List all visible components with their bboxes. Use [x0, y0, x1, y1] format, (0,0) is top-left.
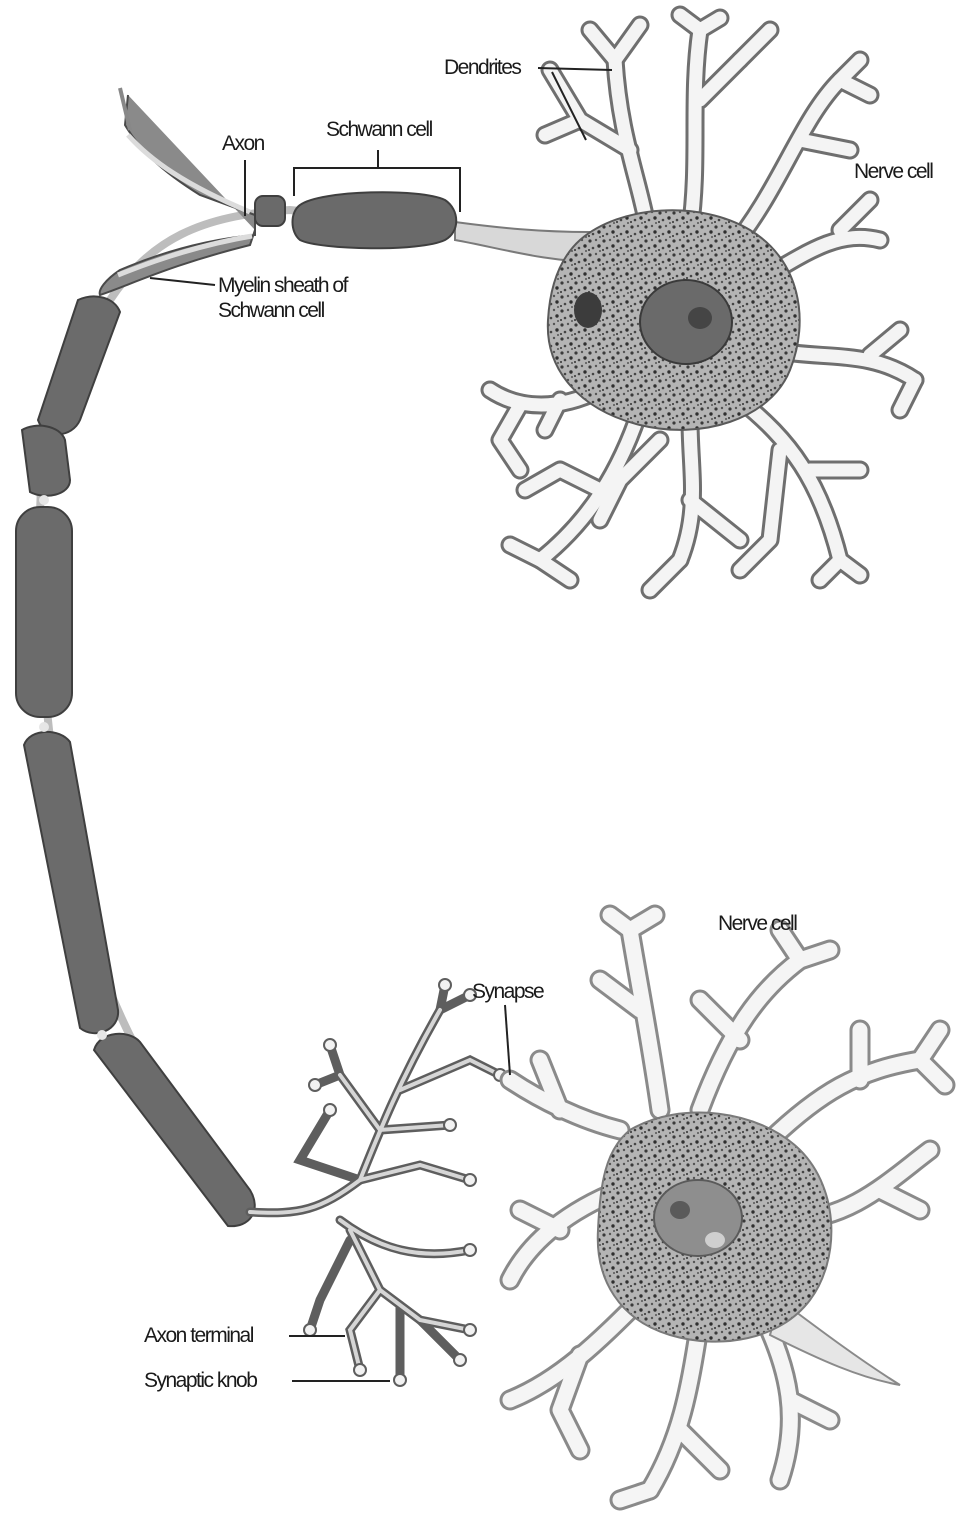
label-nerve-cell-top: Nerve cell [854, 160, 934, 183]
top-nerve-cell [454, 5, 925, 600]
label-myelin-line1: Myelin sheath of [218, 274, 348, 297]
label-myelin-line2: Schwann cell [218, 299, 325, 322]
label-synapse: Synapse [472, 980, 545, 1003]
leader-dendrites-b [551, 71, 587, 141]
label-nerve-cell-bottom: Nerve cell [718, 912, 798, 935]
label-schwann-cell: Schwann cell [326, 118, 433, 141]
leader-synapse [504, 1004, 511, 1076]
axon-tip [118, 87, 132, 131]
myelin-segments [15, 295, 256, 1228]
axon-terminal-branches [245, 978, 507, 1387]
leader-lines [149, 67, 613, 1382]
myelin-layers [117, 133, 253, 278]
top-nucleolus [688, 307, 712, 329]
leader-myelin [149, 277, 216, 286]
myelin-stub [254, 195, 286, 227]
nodes-of-ranvier [39, 495, 107, 1040]
bottom-dendrites [499, 904, 956, 1511]
leader-dendrites-a [537, 67, 613, 71]
label-axon: Axon [222, 132, 265, 155]
bottom-nucleus [653, 1179, 743, 1257]
label-synaptic-knob: Synaptic knob [144, 1369, 258, 1392]
top-nucleus [639, 279, 733, 365]
bottom-vacuole [705, 1232, 725, 1248]
label-dendrites: Dendrites [444, 56, 522, 79]
bottom-axon-hillock [768, 1298, 901, 1386]
bracket-schwann-cell [293, 150, 461, 212]
top-organelle [574, 292, 602, 328]
synaptic-knobs [303, 978, 507, 1387]
label-axon-terminal: Axon terminal [144, 1324, 254, 1347]
myelinated-axon [15, 87, 458, 1228]
bottom-nucleolus [670, 1201, 690, 1219]
schwann-cell-segment [291, 191, 458, 250]
myelin-cutaway [98, 94, 256, 297]
bottom-nerve-cell [499, 904, 956, 1511]
